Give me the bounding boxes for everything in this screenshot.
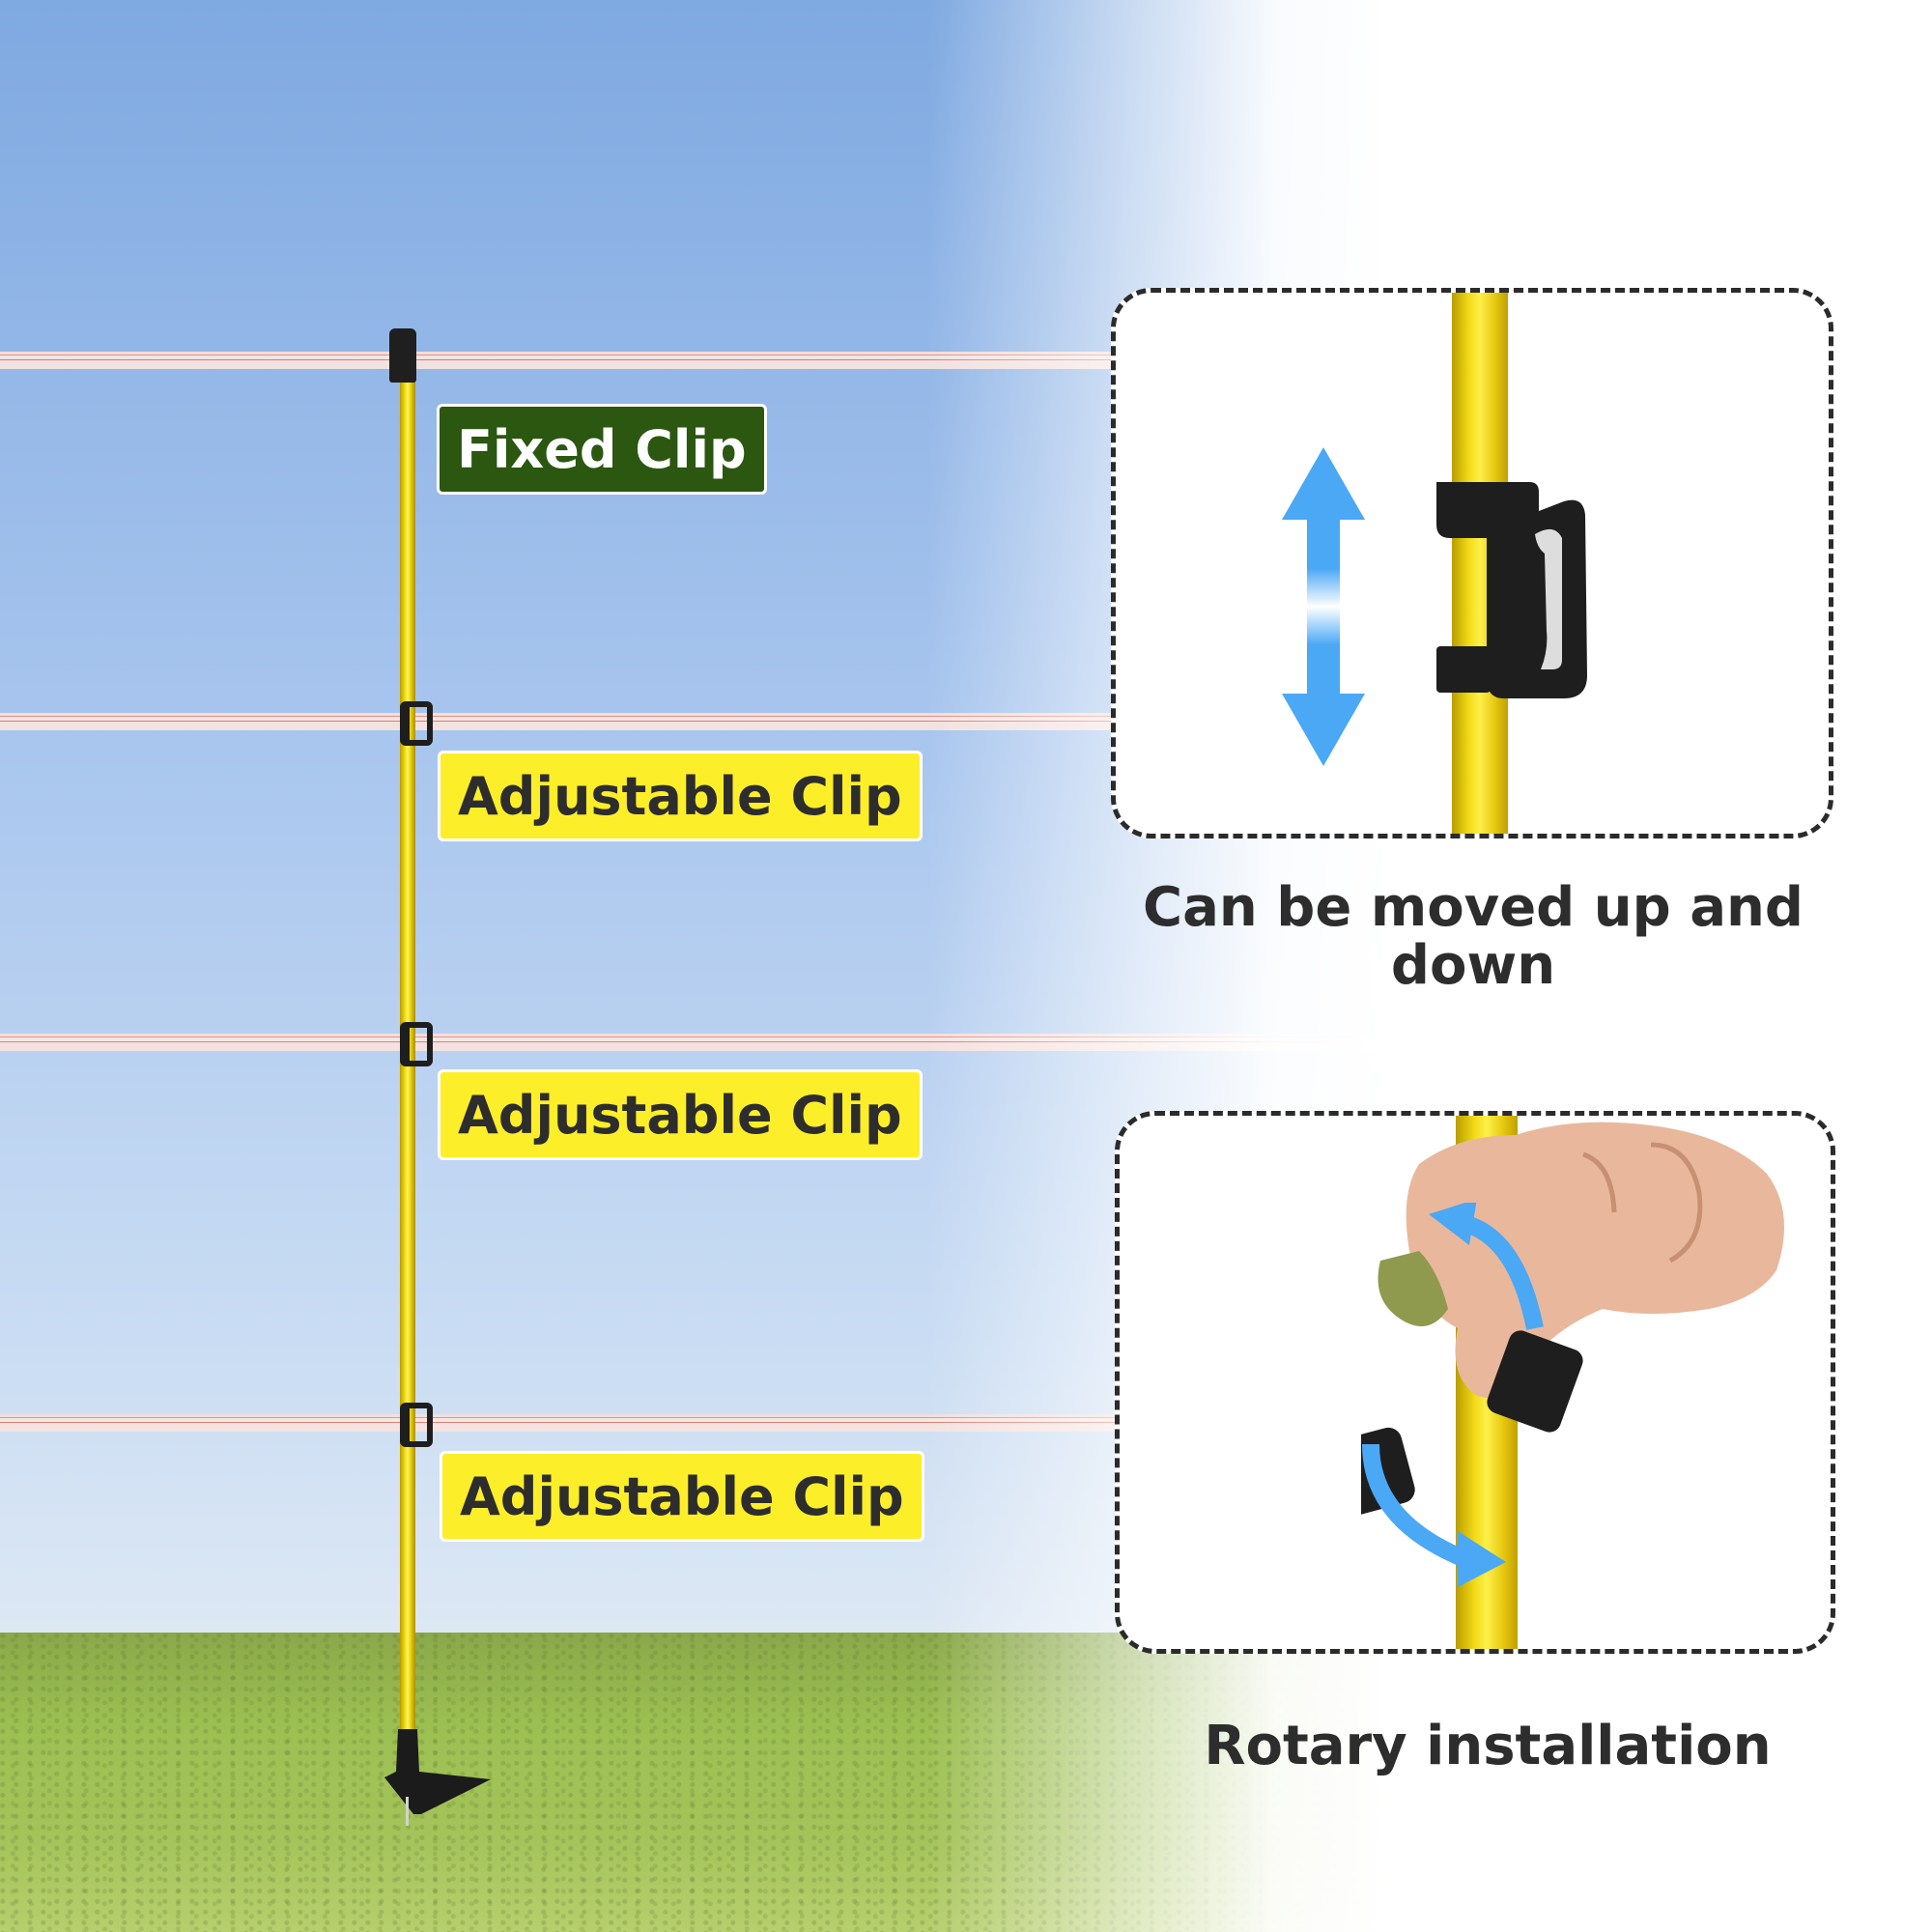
rotary-detail-box (1115, 1111, 1835, 1654)
rotate-arrows-icon (1362, 1203, 1544, 1587)
pole-foot-step (384, 1729, 491, 1814)
fixed-clip-part (389, 328, 416, 383)
adjustable-clip-part-3 (400, 1403, 433, 1447)
clip-closeup-icon (1436, 482, 1587, 698)
moved-caption: Can be moved up and down (1143, 876, 1804, 997)
adjustable-clip-label-1: Adjustable Clip (438, 751, 923, 841)
ground-spike (406, 1797, 409, 1826)
clip-detail-box (1111, 288, 1833, 838)
hand-rotating-clip (1361, 1122, 1784, 1520)
adjustable-clip-label-2: Adjustable Clip (438, 1069, 923, 1160)
adjustable-clip-label-3: Adjustable Clip (440, 1451, 924, 1542)
fixed-clip-label: Fixed Clip (437, 404, 767, 495)
rotary-caption: Rotary installation (1204, 1715, 1772, 1777)
adjustable-clip-part-1 (400, 701, 433, 746)
adjustable-clip-part-2 (400, 1022, 433, 1066)
double-arrow-vertical-icon (1282, 447, 1365, 766)
